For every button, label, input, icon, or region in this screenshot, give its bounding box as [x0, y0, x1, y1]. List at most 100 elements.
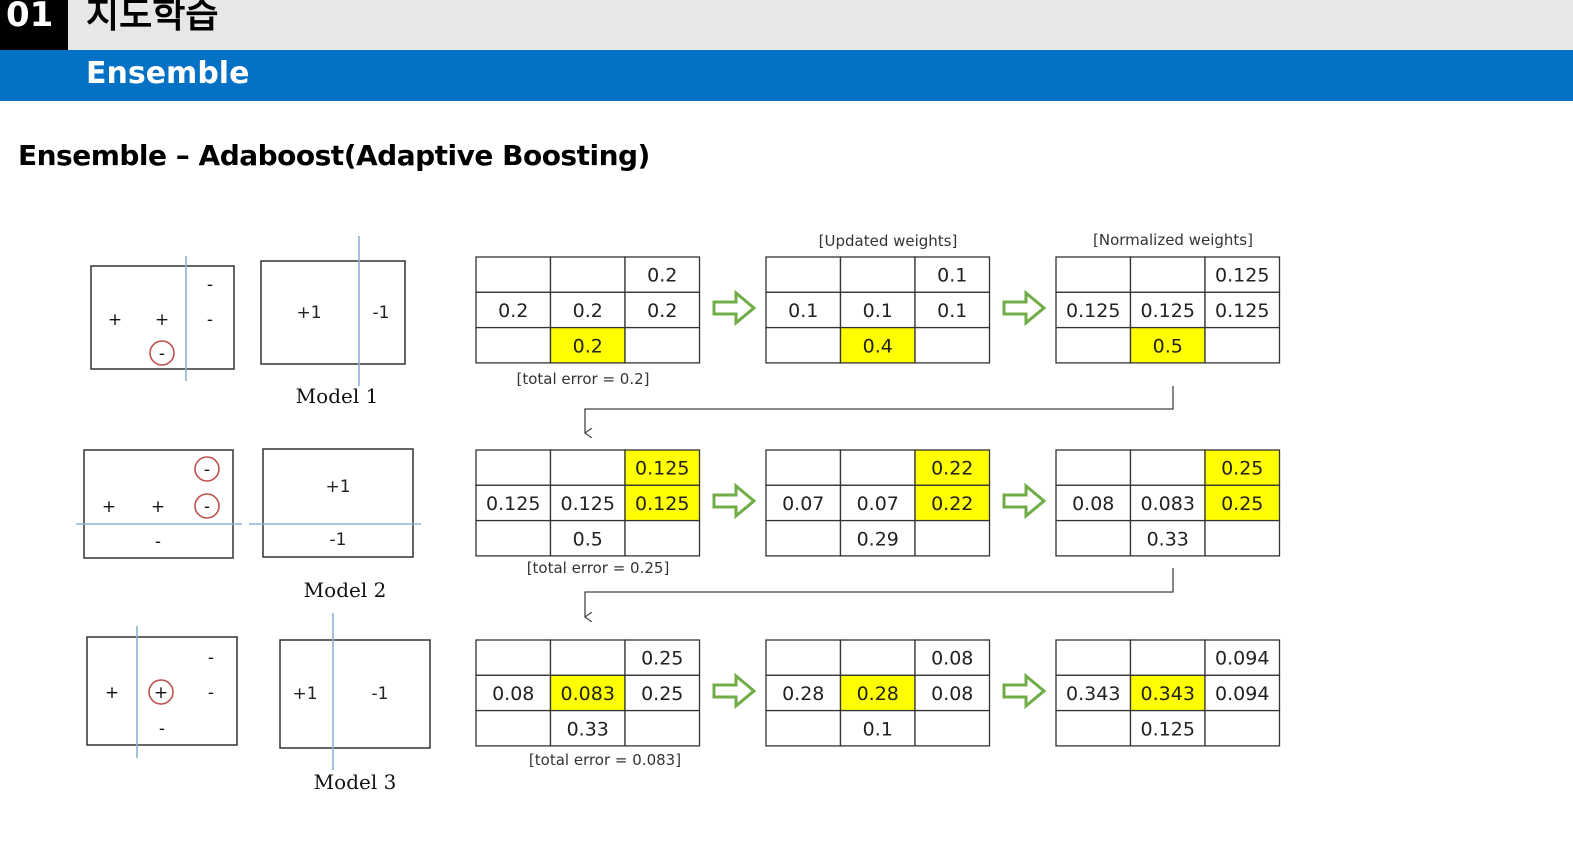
weight-table: 0.1 0.1 0.1 0.1 0.4 — [765, 256, 991, 364]
weight-cell — [1055, 449, 1132, 486]
weight-cell — [1129, 639, 1206, 676]
weight-value: 0.094 — [1215, 683, 1269, 705]
weight-cell — [1129, 519, 1206, 557]
weight-cell — [1204, 326, 1281, 364]
weight-cell — [839, 639, 916, 676]
weight-value: 0.094 — [1215, 648, 1269, 670]
weight-cell — [549, 519, 626, 557]
section-number-badge: 01 — [0, 0, 68, 50]
misclassified-circle-icon — [194, 493, 220, 519]
weight-value: 0.08 — [1072, 493, 1114, 515]
weight-value: 0.1 — [863, 300, 893, 322]
weight-value: 0.22 — [931, 493, 973, 515]
weight-value: 0.28 — [782, 683, 824, 705]
weight-value: 0.33 — [1147, 528, 1189, 550]
weight-value: 0.125 — [635, 458, 689, 480]
weight-value: 0.083 — [1141, 493, 1195, 515]
weight-value: 0.343 — [1141, 683, 1195, 705]
weight-value: 0.125 — [1066, 300, 1120, 322]
weight-cell — [475, 519, 552, 557]
weight-value: 0.4 — [863, 335, 893, 357]
model-3-label: Model 3 — [314, 770, 397, 794]
weight-value: 0.08 — [931, 683, 973, 705]
weight-value: 0.1 — [788, 300, 818, 322]
weight-value: 0.25 — [641, 683, 683, 705]
right-arrow-icon — [1002, 482, 1047, 520]
weight-cell — [624, 326, 701, 364]
model-3-mark-minus: - — [159, 719, 165, 739]
weight-value: 0.125 — [1141, 300, 1195, 322]
weight-value: 0.1 — [937, 265, 967, 287]
weight-cell — [1204, 256, 1281, 293]
weight-value: 0.28 — [857, 683, 899, 705]
weight-cell — [765, 519, 842, 557]
weight-cell — [839, 484, 916, 522]
transition-arrows — [712, 289, 1047, 710]
weight-value: 0.33 — [567, 718, 609, 740]
weight-cell — [1129, 709, 1206, 747]
weight-cell — [914, 326, 991, 364]
weight-cell — [1055, 256, 1132, 293]
weight-cell — [1055, 639, 1132, 676]
model-3-classifier-panel: +1 -1 — [279, 613, 431, 770]
weight-cell — [839, 291, 916, 329]
weight-cell — [475, 291, 552, 329]
weight-value: 0.125 — [1215, 300, 1269, 322]
misclassified-circle-icon — [148, 679, 174, 705]
weight-value: 0.125 — [486, 493, 540, 515]
weight-cell — [914, 519, 991, 557]
weight-value: 0.125 — [561, 493, 615, 515]
weight-cell — [914, 674, 991, 712]
weight-cell — [1129, 291, 1206, 329]
weight-value: 0.1 — [937, 300, 967, 322]
weight-value: 0.2 — [498, 300, 528, 322]
weight-cell — [914, 709, 991, 747]
weight-value: 0.07 — [857, 493, 899, 515]
right-arrow-icon — [1002, 672, 1047, 710]
model-2-classifier-panel: +1 -1 — [249, 448, 421, 558]
weight-cell — [765, 256, 842, 293]
weight-value: 0.2 — [573, 335, 603, 357]
weight-cell — [549, 639, 626, 676]
weight-cell — [549, 484, 626, 522]
weight-cell — [1204, 639, 1281, 676]
model-2-mark-minus: - — [204, 497, 210, 517]
weight-cell — [1204, 484, 1281, 522]
weight-cell — [1055, 326, 1132, 364]
model-2-label-neg: -1 — [330, 530, 347, 550]
section-title: 지도학습 — [86, 0, 219, 36]
weight-cell — [1204, 291, 1281, 329]
model-3-label-pos: +1 — [292, 684, 317, 704]
weight-cell — [549, 256, 626, 293]
weight-cell — [624, 639, 701, 676]
model-2-label-pos: +1 — [325, 477, 350, 497]
model-1-mark-minus: - — [207, 275, 213, 295]
weight-cell — [765, 674, 842, 712]
model-1-classifier-panel: +1 -1 — [260, 236, 406, 386]
weight-cell — [475, 639, 552, 676]
weight-cell — [914, 484, 991, 522]
weight-cell — [765, 639, 842, 676]
total-error-caption-2: [total error = 0.25] — [527, 559, 670, 577]
weight-value: 0.25 — [1221, 493, 1263, 515]
weight-cell — [1204, 709, 1281, 747]
weight-cell — [1204, 449, 1281, 486]
page-heading: Ensemble – Adaboost(Adaptive Boosting) — [18, 139, 650, 172]
weight-cell — [1129, 449, 1206, 486]
model-3-samples-panel: + - - - + — [86, 626, 238, 758]
total-error-caption-3: [total error = 0.083] — [529, 751, 681, 769]
model-3-label-neg: -1 — [372, 684, 389, 704]
weight-cell — [1055, 519, 1132, 557]
weight-value: 0.29 — [857, 528, 899, 550]
weight-cell — [914, 639, 991, 676]
model-2-label: Model 2 — [304, 578, 387, 602]
weight-cell — [475, 484, 552, 522]
weight-cell — [839, 326, 916, 364]
weight-cell — [549, 291, 626, 329]
weight-value: 0.343 — [1066, 683, 1120, 705]
normalized-weights-title: [Normalized weights] — [1093, 231, 1253, 249]
